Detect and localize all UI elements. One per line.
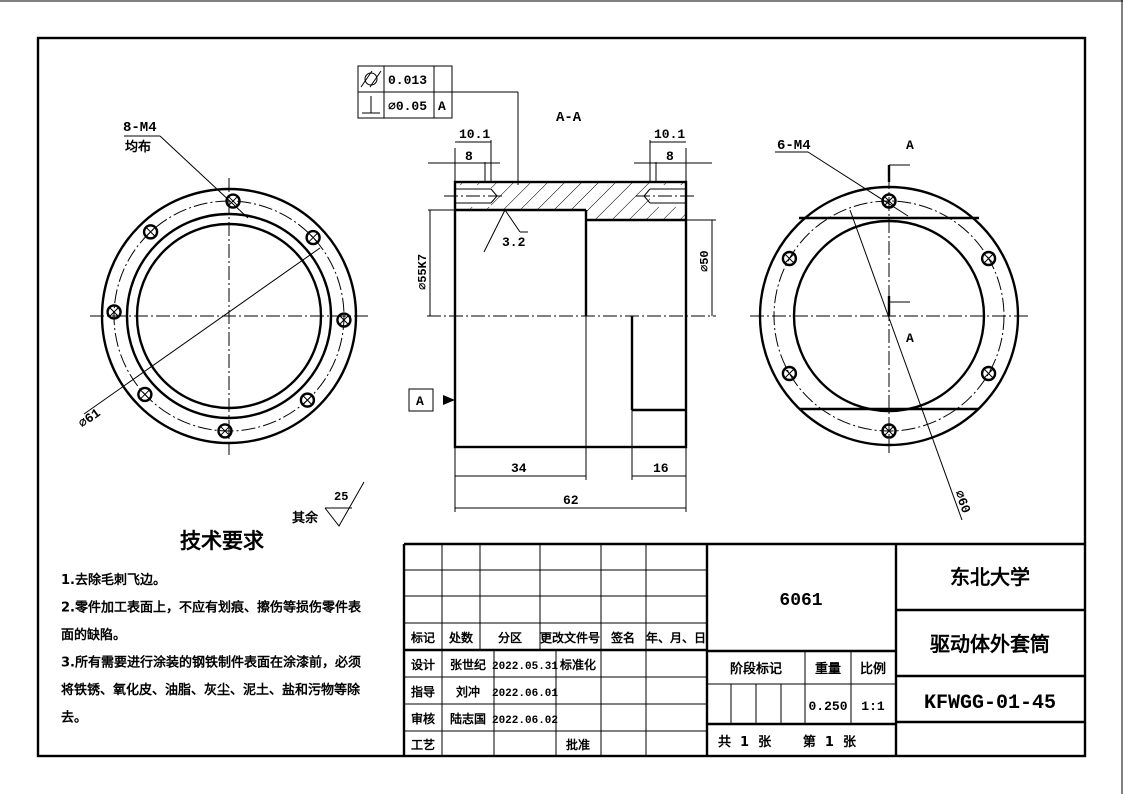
left-bolt-hole [299,392,316,408]
left-end-view [83,135,368,455]
title-block-name: 张世纪 [450,657,486,672]
right-bolt-hole [781,250,798,267]
left-bolt-hole [305,229,321,246]
left-bolt-hole [336,312,352,328]
roughness-symbol [324,481,365,527]
scale-value: 1:1 [861,699,885,714]
left-bolt-hole [217,423,233,439]
section-label: A-A [556,110,582,126]
drawing-border [36,36,1087,758]
title-block [402,542,1085,756]
left-thread-note: 均布 [125,139,151,155]
section-mark-bottom: A [906,331,914,346]
tech-req-item: 2.零件加工表面上，不应有划痕、擦伤等损伤零件表 [61,600,362,616]
tech-req-list: 1.去除毛刺飞边。 2.零件加工表面上，不应有划痕、擦伤等损伤零件表 面的缺陷。 3… [61,572,362,726]
right-bolt-hole [980,250,997,267]
left-diameter-label: ⌀61 [76,405,104,431]
title-block-name: 刘冲 [456,684,480,699]
title-block-header-cell: 标记 [410,630,435,645]
title-block-extra: 批准 [566,737,590,752]
stage-label: 阶段标记 [730,661,782,677]
tech-req-title: 技术要求 [180,529,264,553]
left-bolt-hole [106,304,122,320]
dim-bore-diameter: ⌀55K7 [416,254,430,290]
tolerance-value-cylindricity: 0.013 [388,73,427,88]
title-block-header-cell: 更改文件号 [540,630,600,645]
university-name: 东北大学 [950,565,1030,589]
tolerance-datum: A [438,99,446,114]
datum-a-label: A [416,394,424,409]
tech-req-item: 3.所有需要进行涂装的钢铁制件表面在涂漆前，必须 [61,655,361,671]
sheet-count: 共 1 张 第 1 张 [718,734,857,750]
left-bolt-hole [137,386,153,403]
drawing-number: KFWGG-01-45 [924,692,1056,715]
dim-length-16: 16 [653,461,669,476]
part-name: 驱动体外套筒 [930,632,1050,656]
right-thread-label: 6-M4 [777,138,811,154]
tech-req-item: 去。 [61,710,87,726]
right-end-view [750,151,1030,521]
weight-value: 0.250 [808,699,847,714]
title-block-role: 指导 [411,684,435,699]
title-block-extra: 标准化 [559,657,596,672]
title-block-header-cell: 年、月、日 [646,630,706,645]
tech-req-item: 面的缺陷。 [61,627,126,643]
title-block-header: 标记处数 分区 更改文件号签名年、月、日 [410,630,706,645]
cylindricity-symbol [360,70,382,88]
right-bolt-hole [980,365,997,382]
title-block-date: 2022.06.02 [492,715,558,727]
title-block-date: 2022.05.31 [492,661,558,673]
title-block-name: 陆志国 [450,711,486,726]
scale-label: 比例 [860,661,886,677]
dim-counterbore-right-inner: 8 [666,149,674,164]
right-bolt-hole [781,365,798,382]
title-block-header-cell: 处数 [448,630,474,645]
title-block-role: 工艺 [411,737,435,752]
material: 6061 [779,591,822,611]
title-block-role: 设计 [411,657,435,672]
left-bolt-hole [142,224,159,240]
title-block-date: 2022.06.01 [492,688,558,700]
geometric-tolerance-frame [357,65,453,119]
dim-length-62: 62 [563,493,579,508]
roughness-value: 3.2 [502,235,526,250]
dim-inner-diameter: ⌀50 [698,250,712,272]
tolerance-value-perpendicularity: ⌀0.05 [388,99,427,114]
tech-req-item: 1.去除毛刺飞边。 [61,572,166,588]
section-mark-top: A [906,138,914,153]
dim-counterbore-right-outer: 10.1 [654,127,685,142]
left-thread-label: 8-M4 [123,120,157,136]
title-block-header-cell: 分区 [498,630,522,645]
perpendicularity-symbol [362,96,380,114]
tech-req-item: 将铁锈、氧化皮、油脂、灰尘、泥土、盐和污物等除 [61,682,361,698]
left-bolt-hole [225,193,241,209]
rest-roughness-label: 其余 [292,510,319,526]
dim-length-34: 34 [511,461,527,476]
rest-roughness-value: 25 [334,490,348,504]
dim-counterbore-left-inner: 8 [465,149,473,164]
dim-counterbore-left-outer: 10.1 [459,127,490,142]
title-block-header-cell: 签名 [610,630,635,645]
right-diameter-label: ⌀60 [951,488,973,515]
weight-label: 重量 [815,661,841,677]
section-view [408,91,716,512]
title-block-role: 审核 [411,711,435,726]
